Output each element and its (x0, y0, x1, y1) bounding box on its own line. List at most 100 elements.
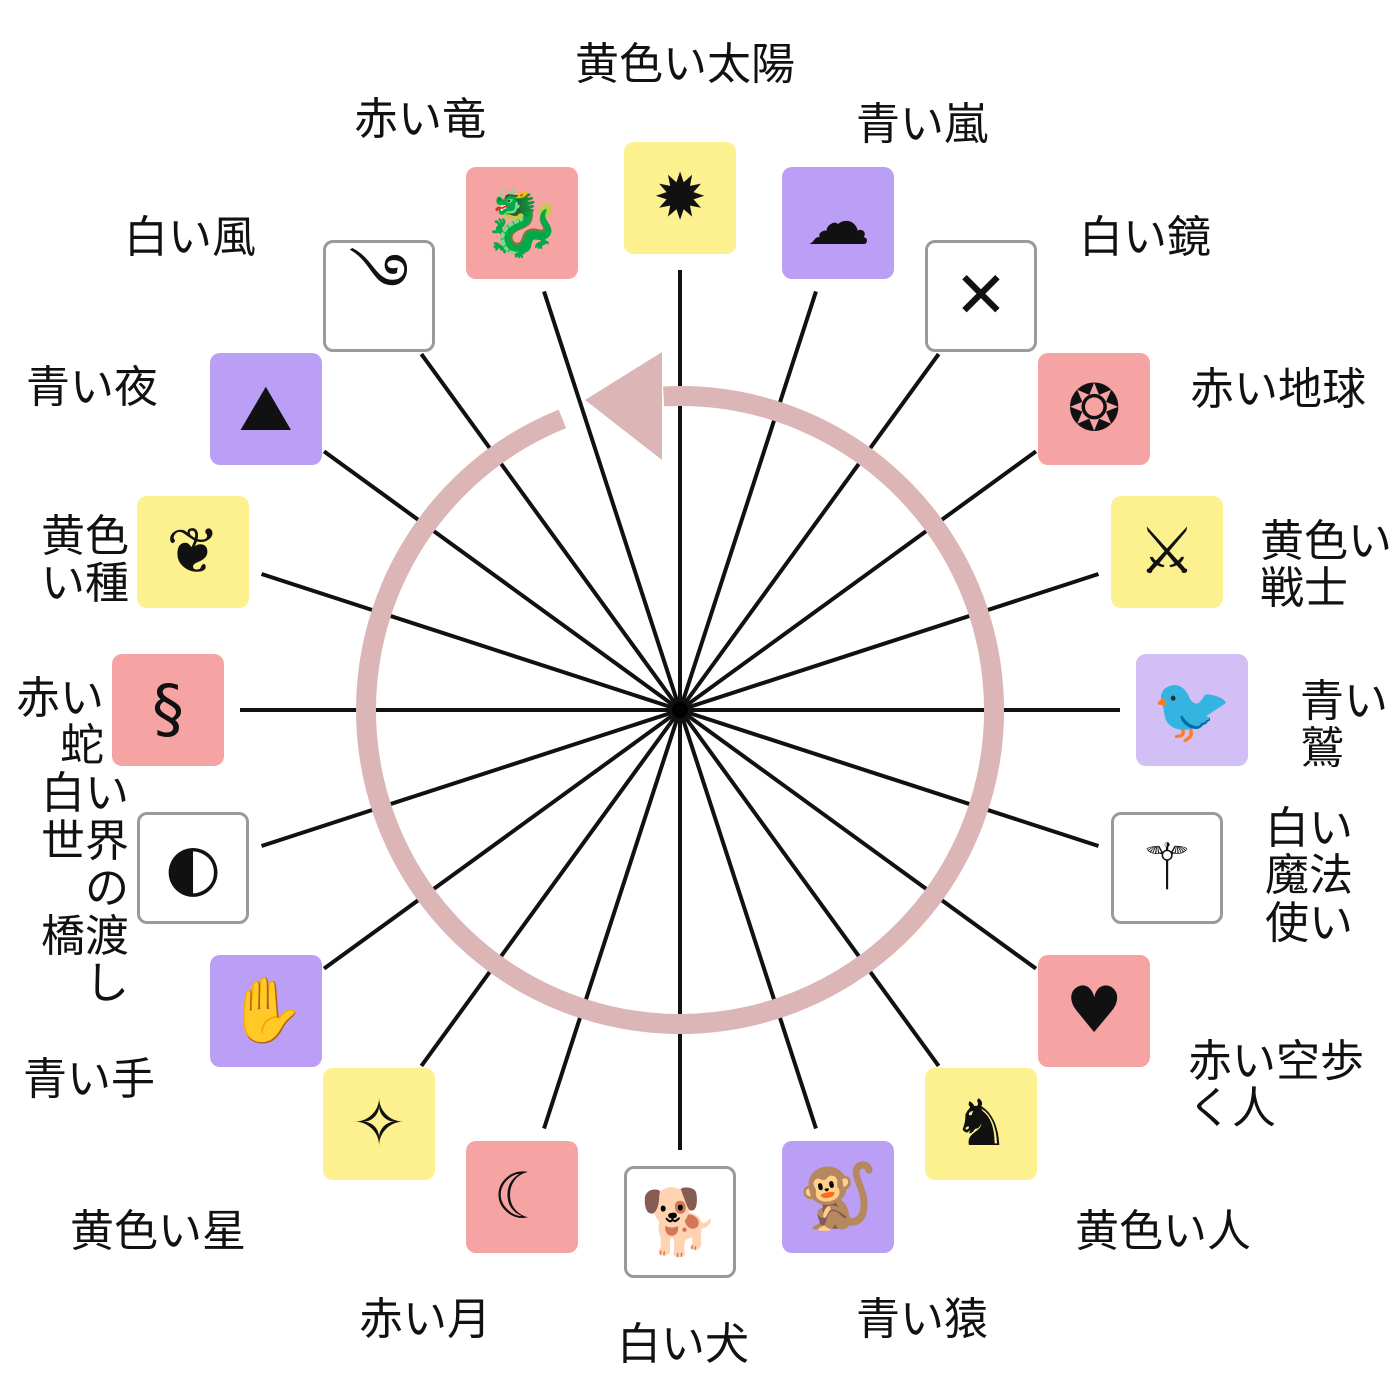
spoke-line (322, 449, 682, 712)
seal-tile: ❂ (1038, 353, 1151, 466)
seal-label-line: 白い犬 (617, 1319, 749, 1370)
spoke-line (542, 709, 682, 1130)
seal-label-line: 黄色い太陽 (575, 39, 795, 90)
seal-label-line: 青い猿 (856, 1294, 988, 1345)
dog-icon: 🐕 (640, 1185, 720, 1260)
seal-label: 黄色い人 (1075, 1208, 1251, 1256)
seal-label: 赤い地球 (1190, 366, 1366, 414)
wheel-hub (672, 702, 688, 718)
seal-label-line: 青い手 (23, 1054, 155, 1105)
seal-tile: ࿓ (323, 239, 436, 352)
spoke-line (678, 352, 941, 712)
seal-tile: ✕ (924, 239, 1037, 352)
seal-label: 黄色い種 (4, 510, 130, 610)
wizard-wand-icon: ⚚ (1138, 831, 1196, 906)
seal-tile: ♞ (924, 1068, 1037, 1181)
spoke-line (678, 290, 818, 711)
seal-label-line: 白い (1265, 802, 1353, 854)
spoke-line (678, 449, 1038, 712)
seal-label-line: 白い鏡 (1079, 212, 1211, 263)
seal-label: 白い世界の橋渡し (4, 770, 129, 1008)
seal-tile: 🐒 (782, 1140, 895, 1253)
cycle-arrowhead-icon (585, 352, 662, 460)
spoke-line (260, 572, 681, 712)
hand-icon: ✋ (225, 974, 306, 1049)
seal-tile: ✧ (323, 1068, 436, 1181)
seal-label-line: 赤い月 (359, 1294, 491, 1345)
seal-label-line: 青い夜 (26, 362, 158, 413)
spoke-line (322, 708, 682, 971)
seal-label: 白い鏡 (1079, 214, 1211, 262)
dragon-icon: 🐉 (481, 186, 562, 261)
seal-label-line: 青い嵐 (856, 99, 988, 150)
seal-label-line: 黄色い人 (1075, 1206, 1251, 1257)
seal-tile: ⚔ (1110, 495, 1223, 608)
warrior-spears-icon: ⚔ (1138, 514, 1196, 589)
seal-tile: ✹ (624, 142, 736, 254)
cycle-arrow-arc (356, 386, 1004, 1034)
seal-label-line: 黄色い戦士 (1260, 515, 1392, 615)
seal-tile: 🐉 (465, 167, 578, 280)
sun-icon: ✹ (653, 161, 707, 235)
spoke-line (260, 708, 681, 848)
spoke-line (678, 708, 1038, 971)
seal-label-line: 赤い地球 (1190, 364, 1366, 415)
seal-label: 青い嵐 (856, 101, 988, 149)
seal-tile: 🐕 (624, 1166, 736, 1278)
seal-label-line: 黄色い星 (70, 1206, 246, 1257)
seal-label: 白い犬 (617, 1321, 749, 1369)
seal-label: 黄色い戦士 (1260, 515, 1396, 615)
mirror-icon: ✕ (954, 258, 1008, 333)
seal-label: 白い風 (124, 214, 256, 262)
seal-label: 青い夜 (26, 364, 158, 412)
spoke-line (679, 572, 1100, 712)
spoke-line (678, 709, 818, 1130)
seal-label-line: 黄色い種 (41, 510, 130, 610)
spoke-line (678, 708, 941, 1068)
eagle-icon: 🐦 (1152, 673, 1232, 748)
seal-label: 黄色い太陽 (575, 41, 795, 89)
seal-tile: ☁ (782, 167, 895, 280)
storm-icon: ☁ (806, 186, 871, 261)
seal-label-line: 青い鷲 (1300, 675, 1388, 775)
seal-label: 白い魔法使い (1265, 802, 1396, 949)
wind-icon: ࿓ (348, 240, 410, 315)
seal-tile: § (112, 654, 224, 766)
worldbridger-icon: ◐ (165, 831, 221, 906)
seal-label: 青い鷲 (1300, 675, 1396, 775)
skywalker-icon: ♥ (1065, 973, 1123, 1048)
spoke-line (419, 352, 682, 712)
seal-label-line: 赤い竜 (354, 94, 486, 145)
spoke-line (419, 708, 682, 1068)
seal-tile: ☾ (465, 1140, 578, 1253)
seal-label-line: 橋渡し (41, 910, 130, 1010)
seal-label-line: 白い世界の (41, 768, 130, 915)
night-icon: ⛰ (238, 372, 293, 447)
spoke-line (679, 708, 1100, 848)
seal-label: 黄色い星 (70, 1208, 246, 1256)
seal-label: 赤い空歩く人 (1188, 1035, 1396, 1135)
seal-tile: ♥ (1038, 954, 1151, 1067)
seal-label: 赤い竜 (354, 96, 486, 144)
moon-icon: ☾ (493, 1159, 551, 1234)
seal-label: 赤い月 (359, 1296, 491, 1344)
seal-label: 青い手 (23, 1056, 155, 1104)
seal-label: 赤い蛇 (4, 672, 104, 772)
seal-tile: ⛰ (209, 353, 322, 466)
seed-icon: ❦ (166, 514, 220, 589)
seal-tile: ✋ (209, 954, 322, 1067)
seal-label-line: 赤い空歩く人 (1188, 1035, 1364, 1135)
seal-label-line: 魔法使い (1265, 850, 1353, 949)
seal-tile: 🐦 (1136, 654, 1248, 766)
seal-label-line: 赤い蛇 (16, 672, 104, 772)
seal-tile: ❦ (137, 495, 250, 608)
seal-tile: ◐ (137, 812, 250, 925)
seal-tile: ⚚ (1110, 812, 1223, 925)
seal-label-line: 白い風 (124, 212, 256, 263)
earth-icon: ❂ (1067, 372, 1122, 447)
spoke-line (542, 290, 682, 711)
monkey-icon: 🐒 (798, 1160, 879, 1235)
seal-label: 青い猿 (856, 1296, 988, 1344)
human-icon: ♞ (952, 1087, 1010, 1162)
